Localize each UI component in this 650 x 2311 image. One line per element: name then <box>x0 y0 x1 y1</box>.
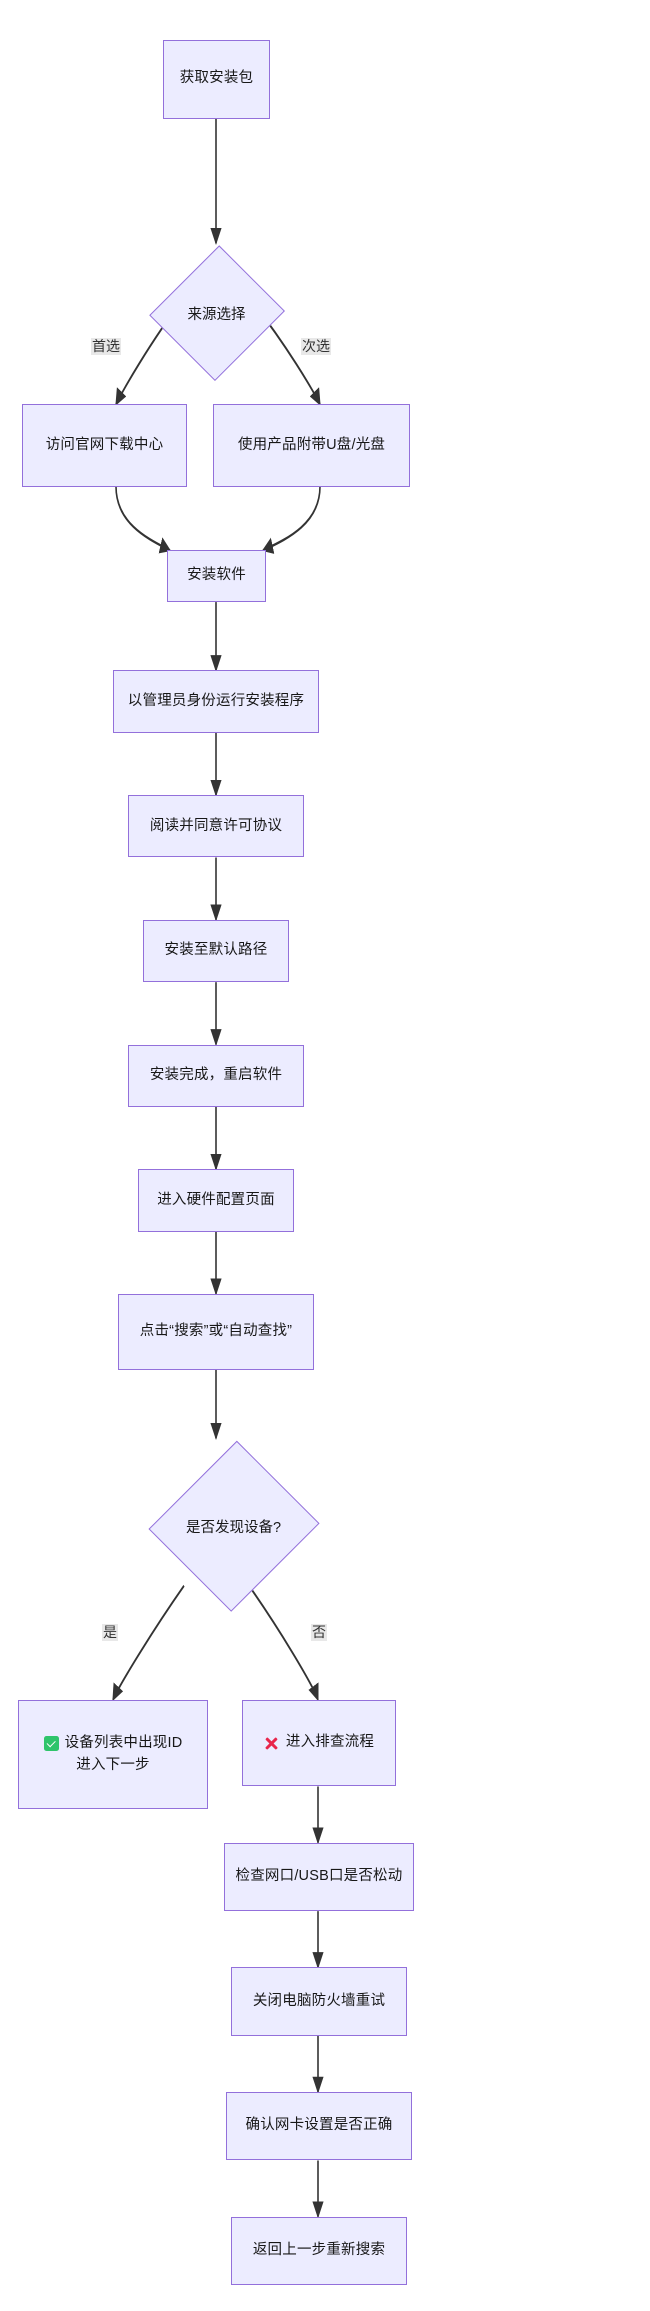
node-label: 使用产品附带U盘/光盘 <box>237 436 386 453</box>
node-accept-license[interactable]: 阅读并同意许可协议 <box>128 795 304 858</box>
node-label: 检查网口/USB口是否松动 <box>235 1868 403 1885</box>
node-verify-nic-settings[interactable]: 确认网卡设置是否正确 <box>226 2092 412 2161</box>
node-disable-firewall-retry[interactable]: 关闭电脑防火墙重试 <box>231 1967 407 2036</box>
cross-icon <box>264 1735 280 1751</box>
node-check-port-loose[interactable]: 检查网口/USB口是否松动 <box>224 1842 414 1912</box>
node-label: 是否发现设备? <box>185 1519 282 1536</box>
node-label: 返回上一步重新搜索 <box>252 2242 386 2259</box>
check-icon <box>43 1736 59 1752</box>
node-label: 来源选择 <box>187 306 246 323</box>
edge-label-preferred: 首选 <box>91 337 121 356</box>
edge-label-yes: 是 <box>102 1623 118 1642</box>
node-install-software[interactable]: 安装软件 <box>167 550 266 603</box>
node-source-choice[interactable]: 来源选择 <box>148 243 285 383</box>
node-device-found-decision[interactable]: 是否发现设备? <box>148 1438 319 1614</box>
node-get-installer[interactable]: 获取安装包 <box>163 39 270 119</box>
node-label: 进入排查流程 <box>285 1734 375 1751</box>
node-label: 获取安装包 <box>179 70 254 87</box>
node-label: 确认网卡设置是否正确 <box>245 2117 393 2134</box>
edge-label-no: 否 <box>311 1623 327 1642</box>
node-label: 阅读并同意许可协议 <box>149 817 283 834</box>
node-official-site-download[interactable]: 访问官网下载中心 <box>22 404 187 487</box>
node-label: 以管理员身份运行安装程序 <box>127 692 305 709</box>
edge-n3-n5 <box>115 486 172 554</box>
node-run-as-administrator[interactable]: 以管理员身份运行安装程序 <box>113 670 319 733</box>
node-bundled-usb-disc[interactable]: 使用产品附带U盘/光盘 <box>213 404 410 487</box>
node-label: 点击“搜索”或“自动查找” <box>139 1323 293 1340</box>
node-label-line1: 设备列表中出现ID <box>64 1734 183 1751</box>
node-label: 进入硬件配置页面 <box>157 1191 275 1208</box>
node-label: 安装完成，重启软件 <box>149 1066 283 1083</box>
edge-label-secondary: 次选 <box>301 337 331 356</box>
node-go-back-and-search-again[interactable]: 返回上一步重新搜索 <box>231 2216 407 2286</box>
node-label: 关闭电脑防火墙重试 <box>252 1992 386 2009</box>
node-hardware-config-page[interactable]: 进入硬件配置页面 <box>138 1169 294 1232</box>
node-click-search-or-autofind[interactable]: 点击“搜索”或“自动查找” <box>118 1293 314 1370</box>
node-install-done-restart[interactable]: 安装完成，重启软件 <box>128 1044 304 1107</box>
node-label: 安装至默认路径 <box>164 942 268 959</box>
node-label: 访问官网下载中心 <box>45 436 164 453</box>
node-label: 安装软件 <box>187 567 246 584</box>
node-label-line2: 进入下一步 <box>76 1756 150 1773</box>
node-device-id-appears[interactable]: 设备列表中出现ID 进入下一步 <box>18 1699 208 1810</box>
node-install-default-path[interactable]: 安装至默认路径 <box>143 919 289 983</box>
edge-n4-n5 <box>261 486 321 554</box>
node-enter-troubleshooting[interactable]: 进入排查流程 <box>242 1699 396 1787</box>
